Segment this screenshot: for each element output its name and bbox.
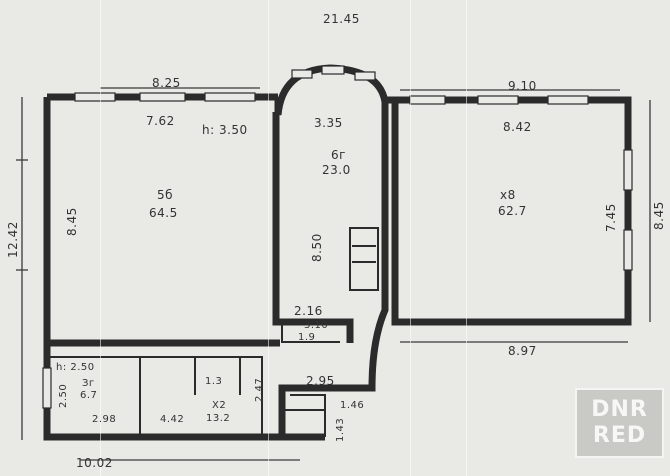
room-left-area: 64.5 <box>149 206 178 220</box>
dim-corridor-length: 8.50 <box>310 233 324 262</box>
dim-total-width: 21.45 <box>323 12 360 26</box>
dim-lower-ceiling: h: 2.50 <box>56 362 95 373</box>
scan-streak <box>100 0 101 476</box>
stair-block <box>349 227 379 291</box>
nook-walls <box>281 322 340 343</box>
dim-top-left: 8.25 <box>152 76 181 90</box>
dim-lower-mid-width: 4.42 <box>160 414 185 425</box>
corridor-wall-right <box>278 112 389 437</box>
corridor-wall-left <box>272 112 354 343</box>
dim-step-width: 2.16 <box>294 304 323 318</box>
room-lower-mid-area: 13.2 <box>206 413 231 424</box>
dim-bottom-left: 10.02 <box>76 456 113 470</box>
room-nook-number: 3.10 <box>304 320 329 331</box>
watermark-line1: DNR <box>591 397 648 422</box>
dim-room-right-height: 7.45 <box>604 203 618 232</box>
room-wc-area: 1.3 <box>205 376 223 387</box>
room-lower-left-area: 6.7 <box>80 390 98 401</box>
dim-stair-height: 2.47 <box>254 377 265 402</box>
dim-inner-left-width: 7.62 <box>146 114 175 128</box>
dim-corridor-width: 3.35 <box>314 116 343 130</box>
scan-streak <box>466 0 467 476</box>
dim-lower-left-height: 2.50 <box>58 383 69 408</box>
windows-top <box>42 65 633 409</box>
dim-left-height: 12.42 <box>6 221 20 258</box>
dim-room-left-height: 8.45 <box>65 207 79 236</box>
dim-right-height: 8.45 <box>652 201 666 230</box>
room-lower-mid-number: Х2 <box>212 400 227 411</box>
watermark-logo: DNR RED <box>575 388 664 458</box>
room-corridor-area: 23.0 <box>322 163 351 177</box>
dim-top-right: 9.10 <box>508 79 537 93</box>
dim-small-hall-width: 2.95 <box>306 374 335 388</box>
dim-wc-height: 1.43 <box>335 417 346 442</box>
scan-streak <box>410 0 411 476</box>
dim-small-hall-height: 1.46 <box>340 400 365 411</box>
room-right-number: х8 <box>500 188 516 202</box>
outer-wall-right-block <box>385 96 632 326</box>
room-lower-left-number: Зг <box>82 378 95 389</box>
room-corridor-number: 6г <box>331 148 346 162</box>
watermark-line2: RED <box>592 423 647 448</box>
dim-room-right-width: 8.42 <box>503 120 532 134</box>
dim-lower-left-width: 2.98 <box>92 414 117 425</box>
dim-ceiling-height: h: 3.50 <box>202 123 248 137</box>
room-nook-area: 1.9 <box>298 332 316 343</box>
dim-bottom-right: 8.97 <box>508 344 537 358</box>
dimension-lines <box>16 87 651 461</box>
room-left-number: 5б <box>157 188 174 202</box>
lower-rooms-walls <box>47 356 326 437</box>
scan-streak <box>268 0 269 476</box>
room-right-area: 62.7 <box>498 204 527 218</box>
